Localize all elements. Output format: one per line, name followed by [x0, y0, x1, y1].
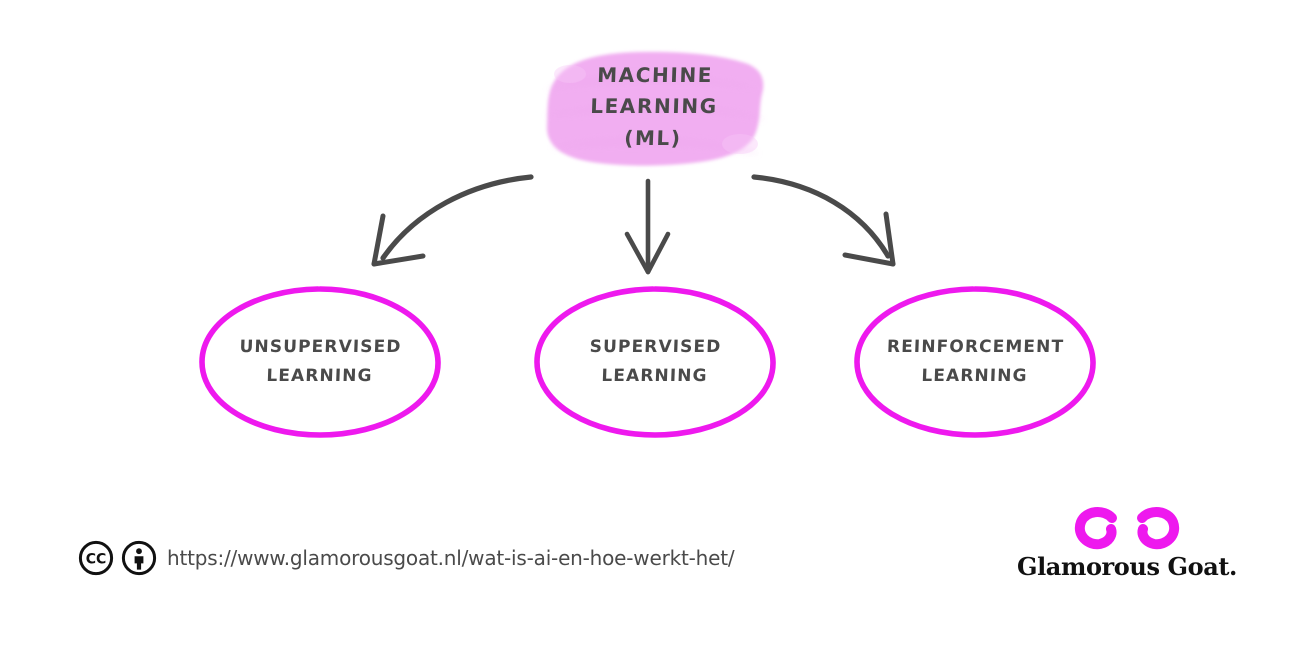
footer-attribution: CC https://www.glamorousgoat.nl/wat-is-a… [78, 540, 735, 576]
arrow-to-unsupervised [371, 174, 534, 267]
node-unsupervised-line-2: LEARNING [266, 365, 373, 386]
root-node-label: MACHINE LEARNING (ML) [538, 44, 770, 170]
node-supervised-label: SUPERVISED LEARNING [526, 283, 784, 441]
root-line-3: (ML) [623, 125, 682, 150]
root-line-2: LEARNING [589, 94, 719, 119]
node-reinforcement-label: REINFORCEMENT LEARNING [846, 283, 1104, 441]
node-unsupervised-label: UNSUPERVISED LEARNING [191, 283, 449, 441]
root-line-1: MACHINE [596, 62, 714, 87]
arrow-to-reinforcement [751, 174, 896, 267]
license-badges: CC [78, 540, 157, 576]
brush-highlight-icon [544, 51, 766, 166]
node-unsupervised-learning[interactable]: UNSUPERVISED LEARNING [194, 283, 446, 441]
goat-horns-icon [1074, 507, 1180, 550]
node-unsupervised-line-1: UNSUPERVISED [239, 337, 402, 357]
svg-text:CC: CC [86, 552, 107, 568]
node-reinforcement-line-1: REINFORCEMENT [886, 337, 1065, 357]
node-supervised-line-2: LEARNING [601, 365, 708, 386]
source-url[interactable]: https://www.glamorousgoat.nl/wat-is-ai-e… [167, 546, 735, 570]
creative-commons-icon: CC [78, 540, 114, 576]
node-supervised-learning[interactable]: SUPERVISED LEARNING [529, 283, 781, 441]
node-supervised-line-1: SUPERVISED [589, 337, 722, 357]
arrow-to-supervised [624, 178, 671, 275]
ellipse-outline-icon [199, 286, 441, 438]
ellipse-outline-icon [534, 286, 776, 438]
root-node-machine-learning: MACHINE LEARNING (ML) [540, 44, 768, 170]
brand-wordmark: Glamorous Goat. [1016, 552, 1238, 581]
node-reinforcement-line-2: LEARNING [921, 365, 1028, 386]
brand-logo[interactable]: Glamorous Goat. [1017, 505, 1237, 581]
node-reinforcement-learning[interactable]: REINFORCEMENT LEARNING [849, 283, 1101, 441]
attribution-person-icon [121, 540, 157, 576]
ellipse-outline-icon [854, 286, 1096, 438]
